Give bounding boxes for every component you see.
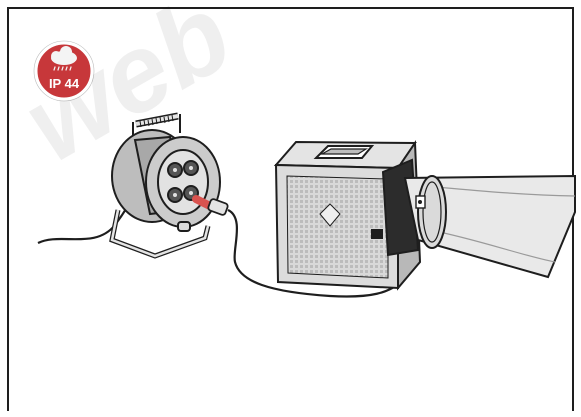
ip-rating-label: IP 44	[49, 76, 80, 91]
ip-rating-badge: IP 44	[33, 40, 95, 102]
heater-fan-unit-icon	[273, 139, 422, 291]
rain-cloud-icon	[51, 46, 77, 71]
power-plug-icon	[192, 195, 229, 216]
ducting-hose-icon	[403, 174, 576, 279]
